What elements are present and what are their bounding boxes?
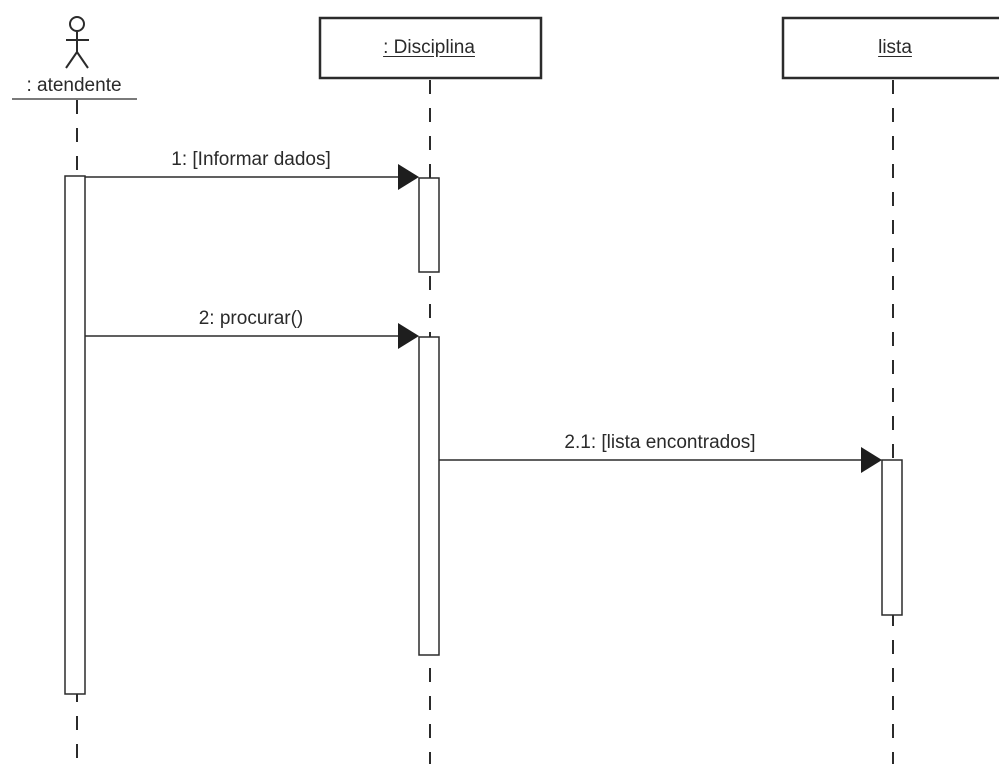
activation-lista xyxy=(881,459,903,616)
actor-figure-icon xyxy=(65,16,89,69)
activation-disciplina-1 xyxy=(418,177,440,273)
activation-atendente xyxy=(64,175,86,695)
message-label-3: 2.1: [lista encontrados] xyxy=(564,432,756,453)
arrowhead-3-icon xyxy=(861,447,882,473)
activation-disciplina-2 xyxy=(418,336,440,656)
actor-name: : atendente xyxy=(26,75,122,96)
arrowhead-1-icon xyxy=(398,164,419,190)
participant-box-lista xyxy=(781,16,999,80)
participant-name-lista: lista xyxy=(878,37,912,58)
arrowhead-2-icon xyxy=(398,323,419,349)
participant-box-disciplina xyxy=(318,16,543,80)
participant-name-disciplina: : Disciplina xyxy=(383,37,475,58)
message-label-2: 2: procurar() xyxy=(198,308,304,329)
message-label-1: 1: [Informar dados] xyxy=(171,149,331,170)
